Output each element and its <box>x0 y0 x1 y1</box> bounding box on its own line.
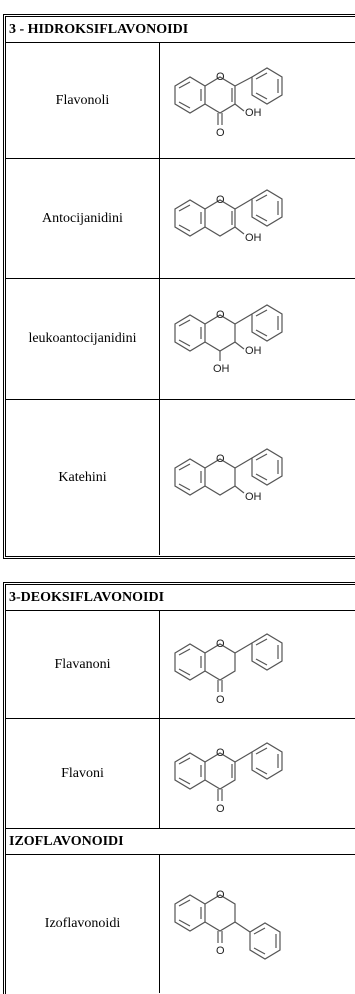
table-row: Flavoni O O <box>6 719 355 828</box>
isoflavonoid-structure-icon: O O <box>174 889 281 960</box>
table-row: Izoflavonoidi O O <box>6 855 355 993</box>
table-row: Flavanoni O O <box>6 611 355 719</box>
compound-name: Flavoni <box>6 719 160 828</box>
atom-label: O <box>216 694 225 706</box>
atom-label: O <box>216 747 225 759</box>
atom-label: O <box>216 638 225 650</box>
atom-label: O <box>216 309 225 321</box>
hydroxyflavonoid-table: 3 - HIDROKSIFLAVONOIDI Flavonoli O OH O … <box>3 14 355 559</box>
structure-cell: O O <box>160 611 355 718</box>
structure-cell: O O <box>160 855 355 993</box>
atom-label: OH <box>245 345 262 357</box>
atom-label: O <box>216 803 225 815</box>
atom-label: O <box>216 127 225 139</box>
structure-cell: O OH O <box>160 43 355 158</box>
deoxyflavonoid-table: 3-DEOKSIFLAVONOIDI Flavanoni O O Flavoni <box>3 582 355 994</box>
table-subheader: IZOFLAVONOIDI <box>6 829 355 855</box>
flavone-structure-icon: O O <box>174 741 283 815</box>
table-row: Flavonoli O OH O <box>6 43 355 159</box>
catechin-structure-icon: O OH <box>174 447 283 503</box>
table-row: leukoantocijanidini O OH OH <box>6 279 355 400</box>
compound-name: leukoantocijanidini <box>6 279 160 399</box>
atom-label: O <box>216 194 225 206</box>
atom-label: O <box>216 71 225 83</box>
flavonol-structure-icon: O OH O <box>174 66 283 139</box>
structure-cell: O OH <box>160 159 355 278</box>
atom-label: OH <box>213 363 230 375</box>
leucoanthocyanidin-structure-icon: O OH OH <box>174 304 283 375</box>
structure-cell: O OH OH <box>160 279 355 399</box>
atom-label: O <box>216 889 225 901</box>
atom-label: OH <box>245 232 262 244</box>
compound-name: Flavonoli <box>6 43 160 158</box>
structure-cell: O OH <box>160 400 355 555</box>
structure-cell: O O <box>160 719 355 828</box>
compound-name: Izoflavonoidi <box>6 855 160 993</box>
compound-name: Flavanoni <box>6 611 160 718</box>
table-row: Antocijanidini O OH <box>6 159 355 279</box>
atom-label: OH <box>245 107 262 119</box>
flavanone-structure-icon: O O <box>174 632 283 706</box>
compound-name: Katehini <box>6 400 160 555</box>
compound-name: Antocijanidini <box>6 159 160 278</box>
atom-label: O <box>216 945 225 957</box>
atom-label: OH <box>245 491 262 503</box>
anthocyanidin-structure-icon: O OH <box>174 188 283 244</box>
atom-label: O <box>216 453 225 465</box>
table-header: 3 - HIDROKSIFLAVONOIDI <box>6 17 355 43</box>
table-header: 3-DEOKSIFLAVONOIDI <box>6 585 355 611</box>
table-row: Katehini O OH <box>6 400 355 555</box>
